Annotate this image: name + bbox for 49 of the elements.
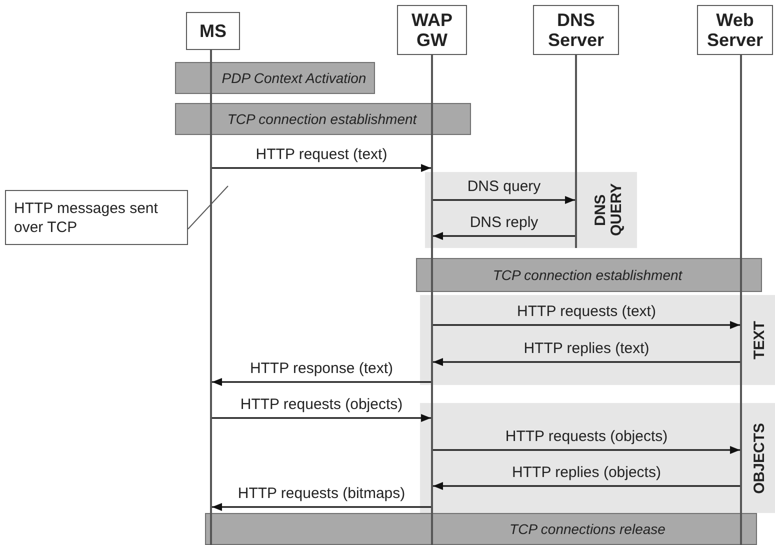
participant-box <box>186 12 240 50</box>
message-arrow <box>433 321 740 329</box>
message-label: DNS reply <box>470 214 538 232</box>
phase-label: TCP connection establishment <box>492 266 682 284</box>
message-arrow <box>212 164 431 172</box>
message-label: HTTP response (text) <box>250 360 394 378</box>
phase-bar <box>205 513 757 545</box>
lifeline <box>210 50 212 545</box>
participant-name: WAP GW <box>410 10 454 50</box>
message-label: DNS query <box>467 178 541 196</box>
participant-name: DNS Server <box>546 10 606 50</box>
phase-bar <box>175 62 375 94</box>
message-arrow <box>433 232 575 240</box>
note-text: HTTP messages sent over TCP <box>14 198 159 236</box>
message-label: HTTP requests (objects) <box>505 428 668 446</box>
lifeline <box>575 55 577 248</box>
message-arrow <box>212 378 431 386</box>
message-arrow <box>433 446 740 454</box>
participant-box <box>697 5 773 55</box>
message-arrow <box>433 358 740 366</box>
note-box <box>5 190 188 245</box>
participant-box <box>533 5 619 55</box>
phase-bar <box>175 103 471 135</box>
message-label: HTTP requests (text) <box>517 303 656 321</box>
participant-box <box>397 5 467 55</box>
group-label: OBJECTS <box>752 422 768 494</box>
group-label-strip <box>745 295 775 385</box>
group-label-strip <box>580 172 637 248</box>
phase-label: TCP connection establishment <box>227 110 417 128</box>
group-label-strip <box>745 403 775 513</box>
message-label: HTTP requests (bitmaps) <box>238 485 406 503</box>
phase-bar <box>416 258 762 292</box>
message-arrow <box>212 503 431 511</box>
participant-name: MS <box>200 21 226 41</box>
leader-line <box>188 186 228 230</box>
message-label: HTTP replies (text) <box>524 340 650 358</box>
message-arrow <box>212 414 431 422</box>
group-label: DNS QUERY <box>592 182 624 238</box>
lifeline <box>431 55 433 545</box>
message-arrow <box>433 482 740 490</box>
phase-label: PDP Context Activation <box>222 68 366 88</box>
message-label: HTTP request (text) <box>256 146 388 164</box>
message-arrow <box>433 196 575 204</box>
group-label: TEXT <box>752 320 768 360</box>
message-label: HTTP replies (objects) <box>512 464 661 482</box>
phase-label: TCP connections release <box>510 520 666 538</box>
message-label: HTTP requests (objects) <box>240 396 403 414</box>
participant-name: Web Server <box>706 10 764 50</box>
lifeline <box>740 55 742 545</box>
